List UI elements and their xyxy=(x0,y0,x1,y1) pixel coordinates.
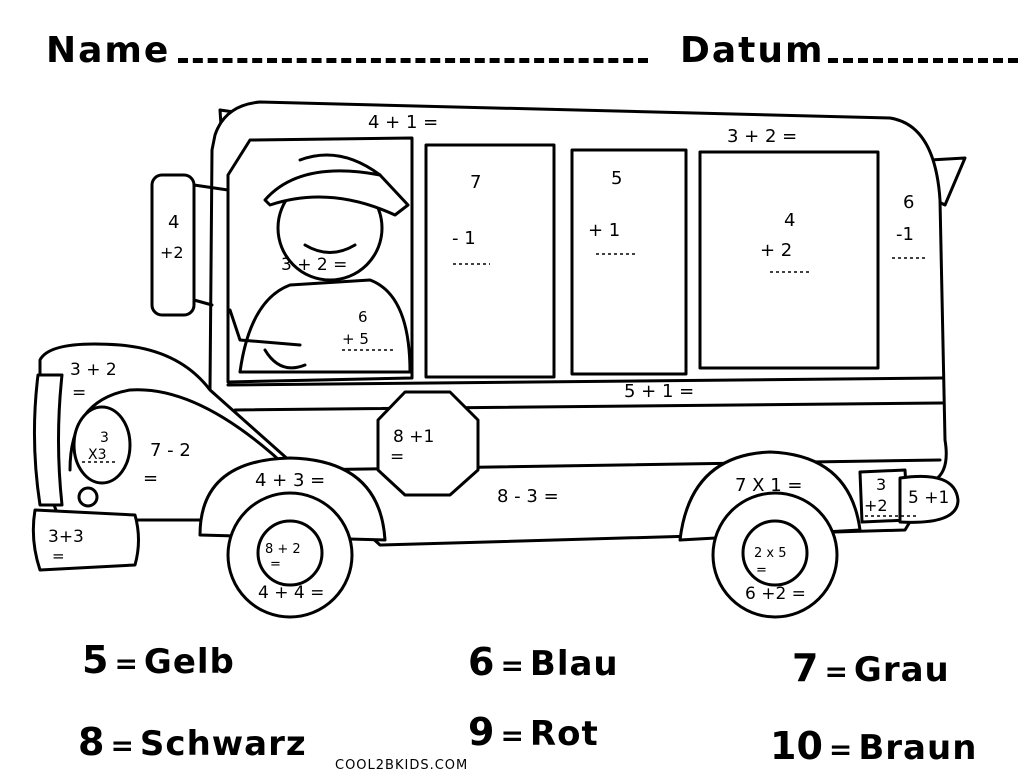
eq-stop-sign-sign: = xyxy=(390,447,404,467)
color-key-8: 8=Schwarz xyxy=(78,720,307,764)
color-key-5: 5=Gelb xyxy=(82,638,235,682)
eq-front-bumper-sign: = xyxy=(52,547,65,565)
eq-driver-body-top: 6 xyxy=(358,308,368,326)
eq-hood-bottom: = xyxy=(72,383,86,403)
eq-front-arch: 4 + 3 = xyxy=(255,470,325,491)
eq-rear-arch: 7 X 1 = xyxy=(735,475,802,496)
key-number: 10 xyxy=(770,724,823,768)
eq-window2-top: 5 xyxy=(611,168,622,189)
stop-sign xyxy=(376,390,480,497)
color-key-10: 10=Braun xyxy=(770,724,977,768)
eq-driver-face: 3 + 2 = xyxy=(281,255,347,275)
rear-hub xyxy=(741,519,809,587)
eq-mirror-bottom: +2 xyxy=(160,243,184,262)
eq-rear-bumper: 5 +1 xyxy=(908,488,949,508)
key-color-name: Schwarz xyxy=(139,724,307,764)
key-number: 7 xyxy=(792,646,819,690)
signal-light xyxy=(77,486,99,508)
eq-headlight-top: 3 xyxy=(100,430,109,446)
window-1 xyxy=(424,143,556,379)
driver-smile xyxy=(303,243,357,254)
eq-front-bumper: 3+3 xyxy=(48,527,84,547)
key-number: 6 xyxy=(468,640,495,684)
side-mirror xyxy=(150,173,196,317)
stripe-1 xyxy=(226,376,944,387)
key-color-name: Gelb xyxy=(143,642,235,682)
eq-rear-top: 6 xyxy=(903,192,914,213)
cap-top xyxy=(298,153,382,177)
rear-bumper xyxy=(898,474,960,524)
eq-rear-tire: 6 +2 = xyxy=(745,584,806,604)
key-color-name: Grau xyxy=(853,650,950,690)
eq-fender-front: 7 - 2 xyxy=(150,440,191,461)
window-3 xyxy=(698,150,880,370)
eq-rear-hub-sign: = xyxy=(756,563,767,578)
color-key-6: 6=Blau xyxy=(468,640,619,684)
color-key-9: 9=Rot xyxy=(468,710,599,754)
eq-front-tire: 4 + 4 = xyxy=(258,583,324,603)
eq-driver-body-bottom: + 5 xyxy=(342,330,369,348)
eq-window1-bottom: - 1 xyxy=(452,228,476,249)
eq-body-stripe: 5 + 1 = xyxy=(624,381,694,402)
front-bumper xyxy=(31,508,140,572)
key-equals-sign: = xyxy=(824,655,848,688)
eq-stop-sign: 8 +1 xyxy=(393,427,434,447)
steering-arm xyxy=(228,308,307,370)
front-hub xyxy=(256,519,324,587)
eq-fender-front-sign: = xyxy=(143,468,158,489)
stripe-2 xyxy=(233,401,944,412)
eq-window3-top: 4 xyxy=(784,210,795,231)
name-label: Name xyxy=(46,30,171,71)
eq-front-hub-sign: = xyxy=(270,557,281,572)
color-key-7: 7=Grau xyxy=(792,646,950,690)
key-color-name: Blau xyxy=(529,644,619,684)
headlight xyxy=(72,405,132,485)
key-color-name: Braun xyxy=(858,728,978,768)
date-line xyxy=(828,58,1018,63)
eq-rear-light-top: 3 xyxy=(876,475,886,494)
eq-mirror-top: 4 xyxy=(168,212,179,233)
key-equals-sign: = xyxy=(500,649,524,682)
eq-front-hub: 8 + 2 xyxy=(265,542,301,557)
key-equals-sign: = xyxy=(500,719,524,752)
window-2 xyxy=(570,148,688,376)
driver-cap xyxy=(263,169,410,217)
eq-rear-bottom: -1 xyxy=(896,224,914,245)
eq-hood-top: 3 + 2 xyxy=(70,360,117,380)
key-color-name: Rot xyxy=(529,714,599,754)
eq-headlight-bottom: X3 xyxy=(88,447,107,463)
eq-window1-top: 7 xyxy=(470,172,481,193)
driver-body xyxy=(238,278,412,374)
name-line xyxy=(178,58,648,63)
eq-window3-bottom: + 2 xyxy=(760,240,792,261)
eq-window2-bottom: + 1 xyxy=(588,220,620,241)
eq-body-bottom: 8 - 3 = xyxy=(497,486,559,507)
date-label: Datum xyxy=(680,30,825,71)
key-equals-sign: = xyxy=(114,647,138,680)
site-credit: COOL2BKIDS.COM xyxy=(335,758,469,773)
grill xyxy=(32,373,64,507)
key-equals-sign: = xyxy=(110,729,134,762)
eq-rear-hub: 2 x 5 xyxy=(754,546,787,561)
key-number: 9 xyxy=(468,710,495,754)
mirror-arm xyxy=(192,183,230,307)
key-number: 5 xyxy=(82,638,109,682)
key-number: 8 xyxy=(78,720,105,764)
eq-rear-light-bottom: +2 xyxy=(864,496,888,515)
eq-top-front: 4 + 1 = xyxy=(368,112,438,133)
key-equals-sign: = xyxy=(828,733,853,766)
eq-top-back: 3 + 2 = xyxy=(727,126,797,147)
